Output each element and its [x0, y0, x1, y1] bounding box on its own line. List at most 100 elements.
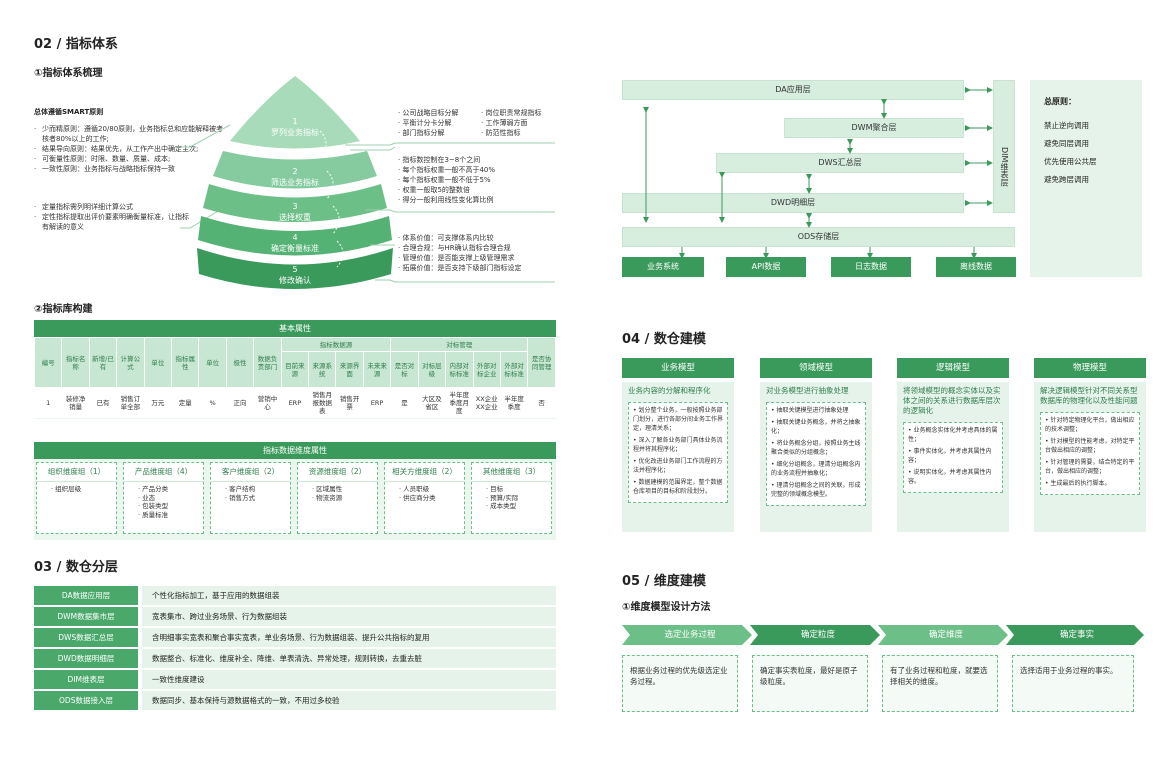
- lib-col: 是否对标: [390, 351, 419, 388]
- model-point: • 业务概念实体化并考虑具体的属性；: [908, 427, 998, 443]
- model-header: 物理模型: [1034, 358, 1146, 378]
- lib-cell: 销售开票: [335, 387, 364, 418]
- lib-col: 是否协同管理: [527, 337, 556, 388]
- notes-group-3: · 体系价值：可支撑体系内比较 · 合理合规：与HR确认指标合理合规 · 管理价…: [398, 233, 558, 273]
- lib-col: 对标层级: [417, 351, 447, 388]
- principles-title: 总原则：: [1044, 97, 1076, 106]
- step-chevrons: [622, 625, 1144, 645]
- layer-desc: 宽表集市、跨过业务场景、行为数据组装: [142, 607, 556, 626]
- model-point: • 抽取关键模型进行抽象处理: [771, 407, 849, 414]
- lib-cell: ERP: [280, 387, 310, 418]
- section-05-subtitle: ①维度模型设计方法: [622, 602, 711, 613]
- dimension-group: 资源维度组（2）· 区域属性· 物流资源: [297, 462, 378, 534]
- section-02-title: 02 / 指标体系: [34, 37, 118, 52]
- layer-desc: 数据整合、标准化、维度补全、降维、单表清洗、异常处理，规则转换，去重去脏: [142, 649, 556, 668]
- dimension-group: 产品维度组（4）· 产品分类· 业态· 包装类型· 质量标准: [123, 462, 204, 534]
- note-item: · 指标数控制在3~8个之间: [398, 156, 481, 164]
- note-item: · 每个指标权重一般不低于5%: [398, 176, 491, 184]
- lib-col: 编号: [33, 337, 63, 388]
- layer-name: ODS数据接入层: [34, 691, 138, 710]
- step-header: 确定事实: [1059, 630, 1094, 640]
- model-desc: 将领域模型的概念实体以及实体之间的关系进行数据库层次的逻辑化: [903, 386, 1001, 415]
- dimension-item: · 质量标准: [138, 510, 169, 519]
- notes-group-2: · 指标数控制在3~8个之间 · 每个指标权重一般不高于40% · 每个指标权重…: [398, 155, 558, 205]
- smart-item: ·一致性原则：业务指标与战略指标保持一致: [34, 165, 175, 173]
- notes-group-1a: · 公司战略目标分解 · 平衡计分卡分解 · 部门指标分解: [398, 108, 483, 138]
- lib-cell: 半年度季度月度: [445, 387, 474, 418]
- smart-list: ·少而精原则：遵循20/80原则，业务指标总和应能解释被考核者80%以上的工作;…: [34, 124, 226, 174]
- lib-cell: 销售月报数据表: [308, 387, 337, 418]
- section-05-title: 05 / 维度建模: [622, 574, 706, 589]
- dimension-item: · 区域属性: [312, 485, 343, 493]
- dimension-group-title: 其他维度组（3）: [472, 463, 551, 482]
- model-points: • 针对特定物理化平台，做出相应的技术调整； • 针对模型的性能考虑，对特定平台…: [1040, 412, 1140, 495]
- model-column: 逻辑模型 将领域模型的概念实体以及实体之间的关系进行数据库层次的逻辑化 • 业务…: [897, 358, 1009, 532]
- lib-col: 极性: [225, 337, 255, 388]
- pyramid-diagram: [197, 76, 393, 289]
- lib-col: 外部对标标准: [499, 351, 529, 388]
- dimension-item: · 人员职级: [399, 485, 430, 493]
- lib-col: 目前来源: [280, 351, 310, 388]
- layer-desc: 含明细事实宽表和聚合事实宽表，单业务场景、行为数据组装、提升公共指标的复用: [142, 628, 556, 647]
- section-02-subtitle-1: ①指标体系梳理: [34, 68, 103, 79]
- source-system: 业务系统: [622, 257, 704, 277]
- lib-cell: 定量: [171, 387, 200, 418]
- model-column: 物理模型 解决逻辑模型针对不同关系型数据库的物理化以及性能问题 • 针对特定物理…: [1034, 358, 1146, 532]
- model-column: 领域模型 对业务模型进行抽象处理 • 抽取关键模型进行抽象处理 • 抽取关键业务…: [760, 358, 872, 532]
- note-item: · 工作薄弱方面: [481, 119, 528, 127]
- lib-cell: %: [198, 387, 227, 418]
- notes-group-1b: · 岗位职责常规指标 · 工作薄弱方面 · 防范性指标: [481, 108, 561, 138]
- dimension-item: · 目标: [486, 485, 504, 493]
- note-item: · 防范性指标: [481, 129, 521, 137]
- lib-cell: 是: [390, 387, 419, 418]
- note-item: · 管理价值：是否能支撑上级管理需求: [398, 254, 515, 262]
- model-header: 业务模型: [622, 358, 734, 378]
- lib-basic-attr-header: 基本属性: [34, 320, 556, 337]
- lib-cell: 1: [33, 387, 63, 418]
- model-point: • 针对管理的需要，结合特定的平台，做出相应的调整；: [1045, 459, 1135, 475]
- lib-col: 来源系统: [308, 351, 337, 388]
- left-connectors: [180, 124, 231, 229]
- lib-col: 指标名称: [61, 337, 90, 388]
- lib-col: 来源界面: [335, 351, 364, 388]
- right-connectors: [345, 142, 555, 283]
- lib-col: 单位: [198, 337, 227, 388]
- model-desc: 对业务模型进行抽象处理: [766, 386, 849, 395]
- smart-item: ·定量指标需列明详细计算公式: [34, 203, 133, 211]
- dwm-layer-box: DWM聚合层: [784, 118, 964, 138]
- model-point: • 划分整个业务，一般按照业务部门划分，进行各部分间业务工作界定，理清关系；: [633, 407, 724, 432]
- dimension-item: · 预算/实际: [486, 493, 519, 502]
- source-log: 日志数据: [831, 257, 911, 277]
- da-layer-box: DA应用层: [622, 80, 964, 100]
- lib-col: 未来来源: [362, 351, 392, 388]
- principle-item: 禁止逆向调用: [1044, 121, 1089, 130]
- dimension-item: · 业态: [138, 493, 156, 502]
- lib-col: 指标属性: [171, 337, 200, 388]
- section-02-subtitle-2: ②指标库构建: [34, 304, 93, 315]
- dimension-item: · 销售方式: [225, 493, 256, 502]
- lib-cell: 营销中心: [253, 387, 282, 418]
- ods-layer-box: ODS存储层: [622, 227, 1015, 247]
- model-point: • 深入了解各业务部门具体业务流程并将其程序化；: [633, 437, 723, 453]
- note-item: · 拓展价值：是否支持下级部门指标设定: [398, 264, 522, 272]
- dimension-group-title: 相关方维度组（2）: [385, 463, 464, 482]
- model-header: 逻辑模型: [897, 358, 1009, 378]
- model-point: • 针对特定物理化平台，做出相应的技术调整；: [1045, 417, 1135, 433]
- dim-layer-box: DIM维表层: [993, 80, 1015, 213]
- source-api: API数据: [726, 257, 806, 277]
- step-header: 选定业务过程: [664, 630, 716, 640]
- lib-cell: 万元: [143, 387, 173, 418]
- note-item: · 合理合规：与HR确认指标合理合规: [398, 244, 511, 252]
- model-point: • 针对模型的性能考虑，对特定平台做出相应的调整；: [1045, 438, 1135, 454]
- layer-name: DWD数据明细层: [34, 649, 138, 668]
- model-header: 领域模型: [760, 358, 872, 378]
- model-body: 对业务模型进行抽象处理 • 抽取关键模型进行抽象处理 • 抽取关键业务概念，并将…: [760, 382, 872, 532]
- model-point: • 生成最后的执行脚本。: [1045, 480, 1111, 487]
- model-body: 业务内容的分解和程序化 • 划分整个业务，一般按照业务部门划分，进行各部分间业务…: [622, 382, 734, 532]
- lib-col: 单位: [143, 337, 173, 388]
- note-item: · 平衡计分卡分解: [398, 119, 452, 127]
